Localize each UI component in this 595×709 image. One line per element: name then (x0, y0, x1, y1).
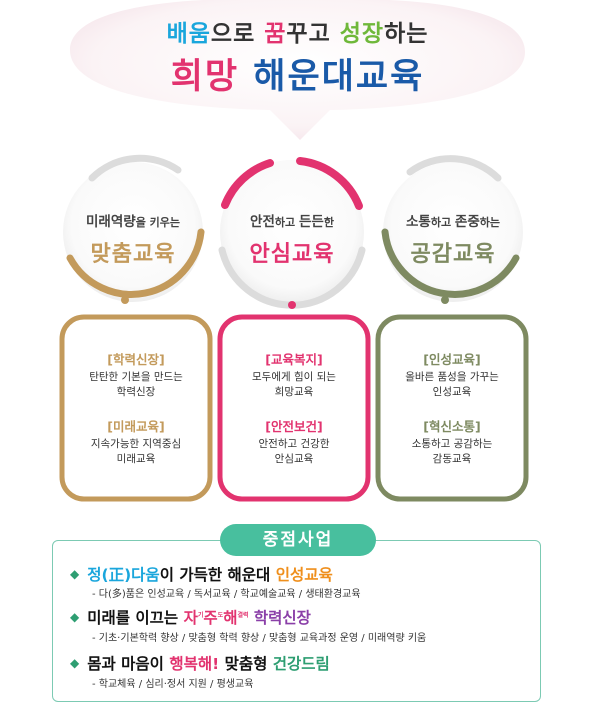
box-right-heading-2: [혁신소통] (423, 419, 481, 434)
header-word-4: 꾸고 (286, 21, 340, 47)
focus-item-3-b: 행복해! (169, 655, 220, 673)
circle-middle: 안전하고 든든한 안심교육 (217, 210, 367, 268)
focus-item-1-a: 정(正)다움 (87, 566, 160, 584)
circle-left: 미래역량을 키우는 맞춤교육 (58, 210, 208, 268)
focus-item-2-d-sup: 결력 (237, 611, 249, 619)
box-right-desc-1a: 올바른 품성을 가꾸는 (405, 371, 499, 383)
box-left-heading-2: [미래교육] (107, 419, 165, 434)
circle-left-title: 맞춤교육 (90, 242, 176, 267)
focus-item-1-detail: - 다(多)품은 인성교육 / 독서교육 / 학교예술교육 / 생태환경교육 (92, 589, 361, 600)
header-word-learning: 배움 (166, 21, 211, 47)
header-line1: 배움으로 꿈꾸고 성장하는 (0, 14, 595, 48)
focus-item-2-c: 주 (203, 609, 218, 627)
box-middle-heading-1: [교육복지] (265, 352, 323, 367)
header-word-hope: 희망 (170, 57, 240, 97)
diamond-bullet-icon: ◆ (70, 610, 80, 624)
focus-item-2-d: 해 (223, 609, 238, 627)
circle-left-graphic (63, 154, 205, 304)
focus-item-2-b-sup: 기 (197, 611, 204, 619)
circle-middle-sub: 안전하고 든든한 (217, 210, 367, 230)
circle-right-sub: 소통하고 존중하는 (378, 210, 528, 230)
circle-left-sub: 미래역량을 키우는 (58, 210, 208, 230)
focus-item-3: ◆ 몸과 마음이 행복해! 맞춤형 건강드림 (70, 652, 330, 674)
circle-right-graphic (381, 155, 523, 304)
header-word-2: 으로 (210, 21, 265, 47)
focus-item-2: ◆ 미래를 이끄는 자기주도해결력 학력신장 (70, 606, 311, 628)
box-left-frame (59, 314, 213, 502)
box-right-desc-1b: 인성교육 (432, 386, 472, 398)
box-left-desc-2b: 미래교육 (116, 453, 156, 465)
box-middle-frame (217, 314, 371, 502)
focus-item-3-a: 몸과 마음이 (87, 655, 170, 673)
circle-middle-title: 안심교육 (249, 242, 335, 267)
focus-item-3-d: 건강드림 (272, 655, 330, 673)
header-word-dream: 꿈 (264, 21, 287, 47)
focus-item-2-detail: - 기초·기본학력 향상 / 맞춤형 학력 향상 / 맞춤형 교육과정 운영 /… (92, 633, 427, 644)
header-word-haeundae: 해운대교육 (239, 57, 425, 97)
circle-middle-sub-c: 든든 (298, 214, 324, 230)
focus-item-1-c: 인성교육 (275, 566, 333, 584)
box-middle-desc-2b: 안심교육 (274, 453, 314, 465)
diamond-bullet-icon: ◆ (70, 567, 80, 581)
header-line2: 희망 해운대교육 (0, 48, 595, 99)
focus-item-2-b: 자 (183, 609, 198, 627)
box-right-frame (375, 314, 529, 502)
box-right-desc-2b: 감동교육 (432, 453, 472, 465)
box-right-heading-1: [인성교육] (423, 352, 481, 367)
header-word-6: 하는 (384, 21, 429, 47)
circle-right: 소통하고 존중하는 공감교육 (378, 210, 528, 268)
circle-middle-sub-b: 하고 (274, 216, 299, 229)
circle-right-title: 공감교육 (410, 242, 496, 267)
header-word-growth: 성장 (339, 21, 385, 47)
circle-middle-graphic (218, 157, 366, 309)
focus-item-1-b: 이 가득한 해운대 (159, 566, 276, 584)
box-middle-desc-2a: 안전하고 건강한 (258, 438, 330, 450)
box-left-desc-2a: 지속가능한 지역중심 (90, 438, 182, 450)
focus-item-2-a: 미래를 이끄는 (87, 609, 184, 627)
box-middle-heading-2: [안전보건] (265, 419, 323, 434)
focus-item-3-detail: - 학교체육 / 심리·정서 지원 / 평생교육 (92, 679, 254, 690)
box-middle-desc-1a: 모두에게 힘이 되는 (252, 371, 336, 383)
box-middle-desc-1b: 희망교육 (274, 386, 314, 398)
box-right-desc-2a: 소통하고 공감하는 (411, 438, 493, 450)
circle-middle-sub-d: 한 (323, 216, 334, 229)
box-left-desc-1b: 학력신장 (116, 386, 156, 398)
focus-item-2-e: 학력신장 (248, 609, 311, 627)
focus-item-3-c: 맞춤형 (219, 655, 273, 673)
diamond-bullet-icon: ◆ (70, 656, 80, 670)
circle-right-sub-a: 소통 (405, 214, 431, 230)
circle-middle-sub-a: 안전 (250, 214, 275, 230)
circle-right-sub-c: 존중 (454, 214, 480, 230)
focus-item-1: ◆ 정(正)다움이 가득한 해운대 인성교육 (70, 563, 333, 585)
circle-left-sub-b: 을 키우는 (135, 216, 180, 229)
circle-right-sub-b: 하고 (430, 216, 455, 229)
header-cloud (70, 0, 525, 140)
box-left-desc-1a: 탄탄한 기본을 만드는 (89, 371, 183, 383)
focus-projects-title: 중점사업 (220, 524, 376, 556)
focus-item-2-c-sup: 도 (217, 611, 224, 619)
box-left-heading-1: [학력신장] (107, 352, 165, 367)
circle-left-sub-a: 미래역량 (86, 214, 136, 230)
circle-right-sub-d: 하는 (479, 216, 500, 229)
